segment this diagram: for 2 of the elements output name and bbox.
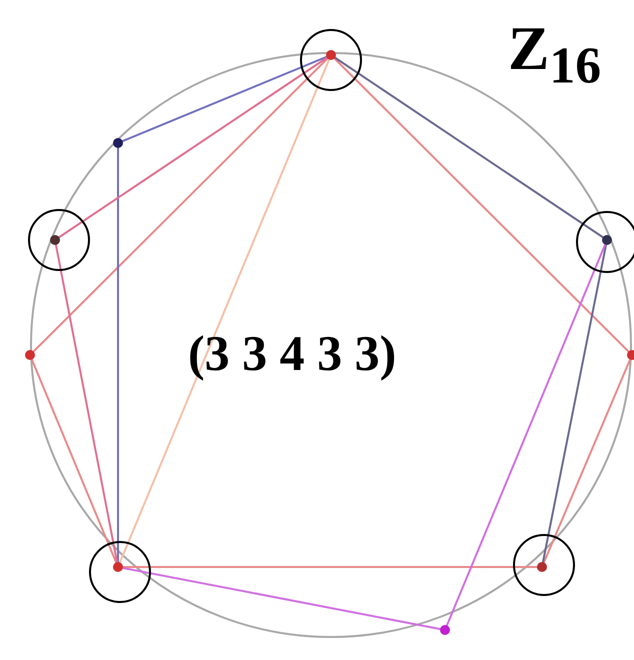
group-symbol: Z$_{16}$ xyxy=(508,18,602,92)
cycle-notation: (3 3 4 3 3) xyxy=(188,328,396,378)
